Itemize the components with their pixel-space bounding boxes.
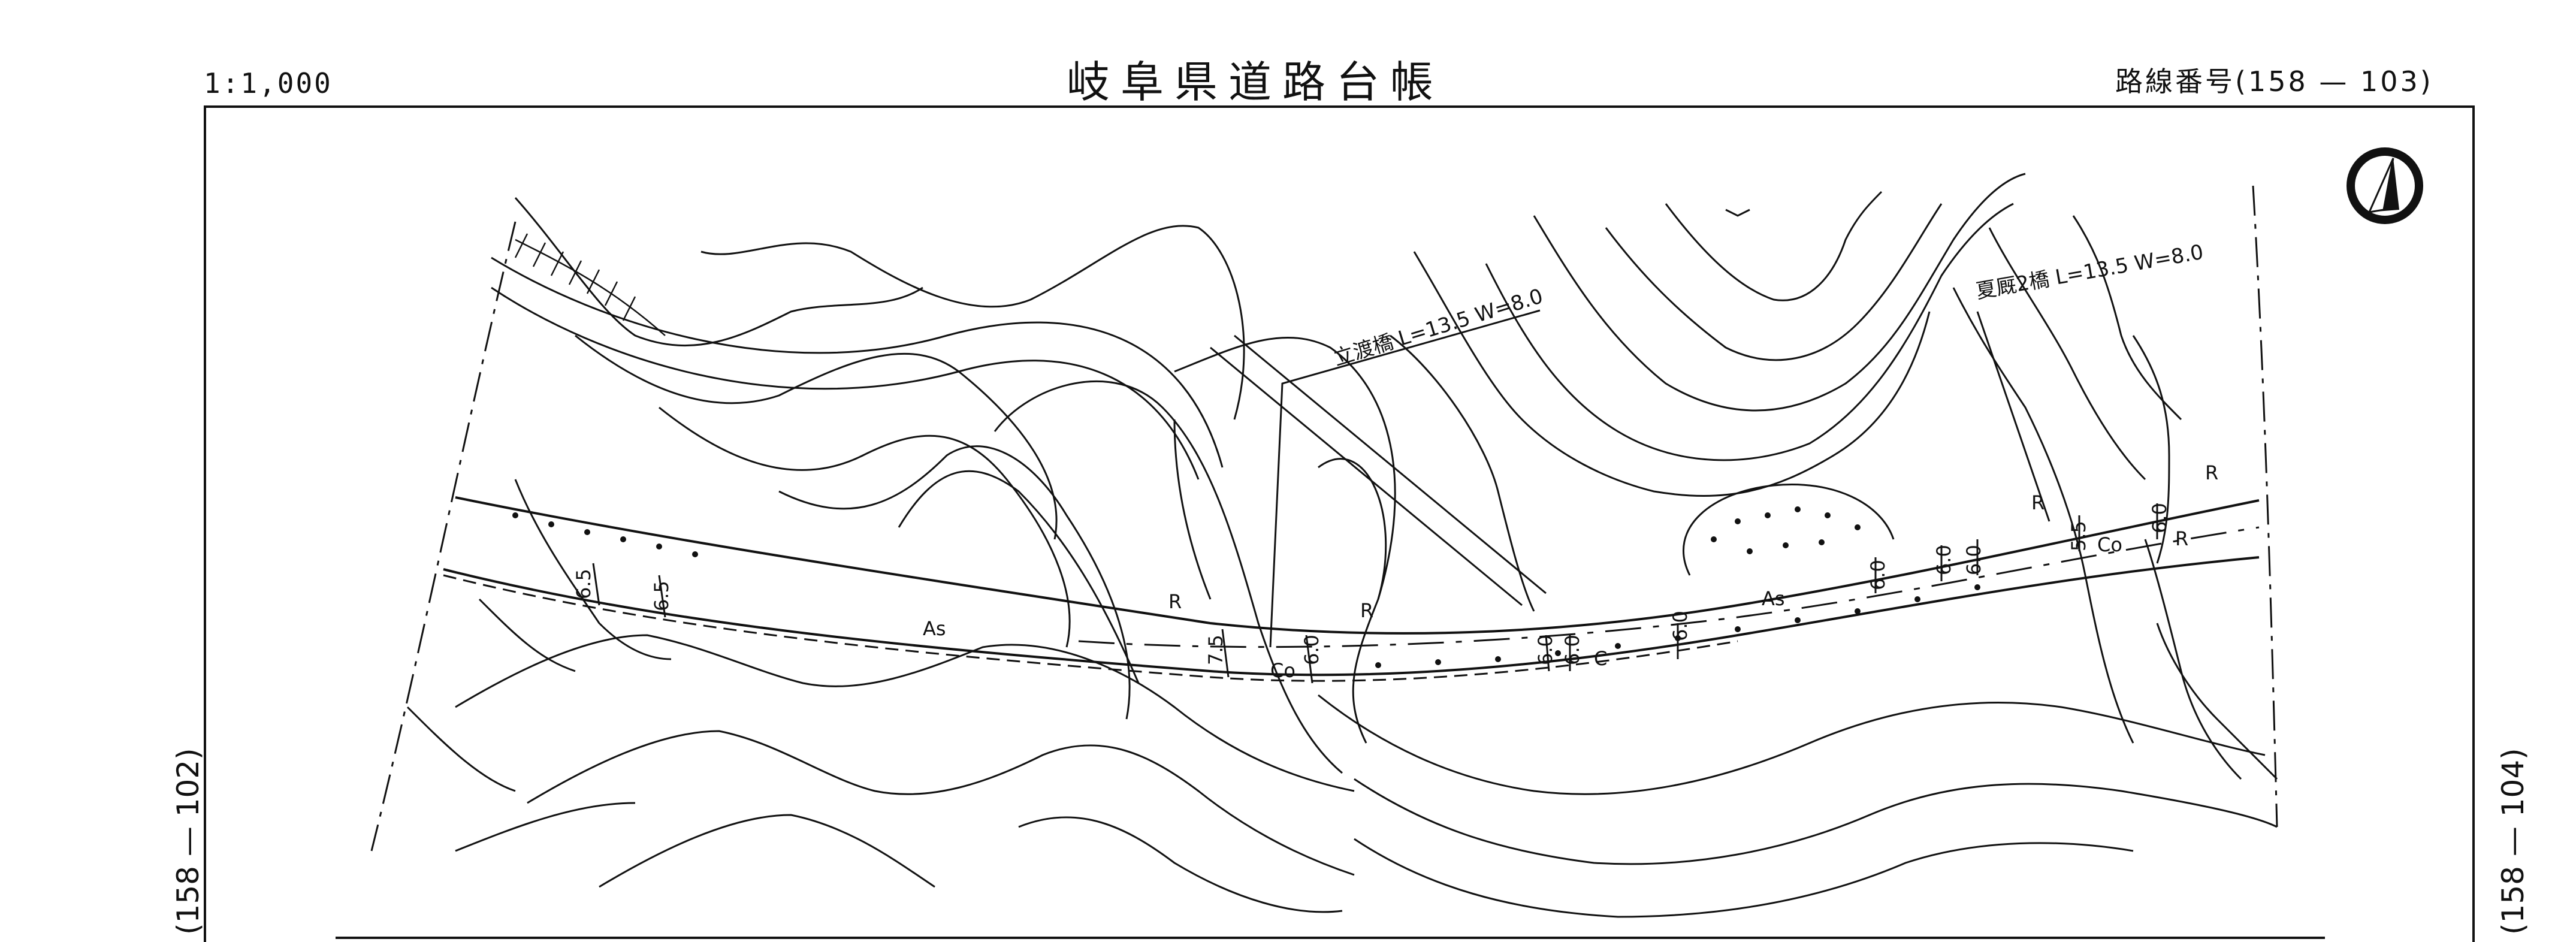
width-markers (592, 503, 2158, 684)
map-frame (204, 105, 2475, 942)
guardrail-label: R (2031, 491, 2045, 514)
road-width-label: 6.5 (572, 569, 595, 599)
road-width-label: 6.0 (1962, 545, 1985, 575)
surface-label: Co (2097, 533, 2122, 556)
road-width-label: 6.0 (1669, 611, 1692, 641)
road-width-label: 6.0 (1300, 635, 1323, 665)
road-width-label: 7.5 (1204, 635, 1227, 665)
bridge-leader (1976, 311, 2050, 522)
guardrail-label: R (2205, 461, 2218, 484)
sheet-boundary (370, 185, 2278, 852)
road-width-label: 5.5 (2067, 521, 2090, 551)
surface-label: As (923, 617, 946, 640)
old-road (491, 256, 1547, 606)
guardrail-label: R (1168, 590, 1182, 613)
map-title: 岐阜県道路台帳 (1067, 57, 1445, 107)
vegetation-area (1683, 484, 1895, 576)
cut-slope (514, 233, 666, 336)
bridge-leader (1269, 309, 1541, 648)
road-width-label: 6.0 (1932, 545, 1955, 575)
bridge-label-1: 立渡橋 L=13.5 W=8.0 (1331, 284, 1546, 370)
road-outline[interactable] (443, 496, 2260, 682)
route-number: 路線番号(158 — 103) (2115, 65, 2433, 98)
bridge-label-2: 夏厩2橋 L=13.5 W=8.0 (1974, 240, 2206, 304)
guardrail-label: R (2175, 527, 2188, 550)
road-width-label: 6.0 (2148, 503, 2171, 533)
contour-lines (406, 173, 2278, 918)
guardrail-label: R (1360, 599, 1373, 622)
north-arrow-icon (2347, 147, 2423, 224)
road-width-label: 6.0 (1867, 560, 1889, 590)
surface-label: As (1762, 587, 1785, 610)
surface-label: Co (1270, 659, 1295, 682)
road-width-label: 6.0 (1534, 635, 1557, 665)
road-width-label: 6.5 (650, 581, 673, 611)
road-width-label: 6.0 (1561, 635, 1584, 665)
map-scale: 1:1,000 (204, 67, 333, 99)
vegetation-dots (1711, 506, 1861, 554)
surface-label: C (1594, 647, 1607, 670)
road-edge-posts (512, 512, 1980, 668)
